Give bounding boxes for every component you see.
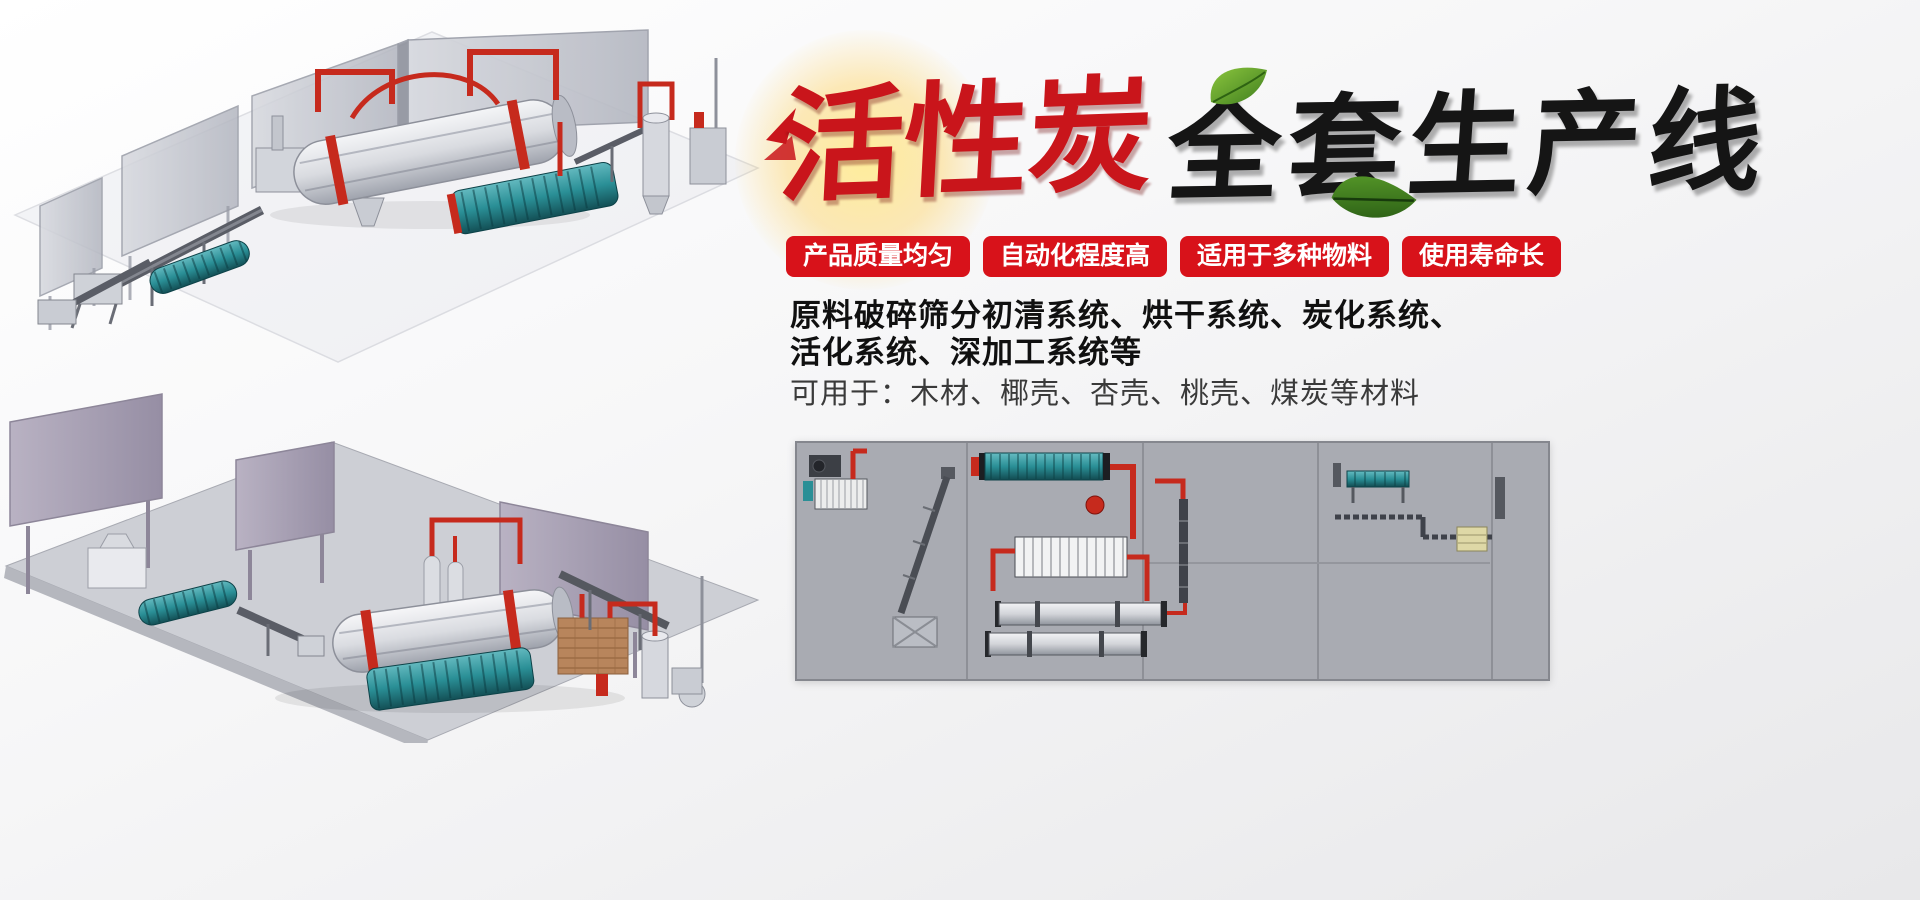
red-piping bbox=[315, 49, 675, 176]
systems-description-line2: 活化系统、深加工系统等 bbox=[790, 335, 1142, 370]
small-rotary-drum-green bbox=[138, 580, 238, 626]
leaf-icon bbox=[1210, 67, 1267, 105]
brush-stroke-icon bbox=[764, 108, 796, 160]
plant-layout-illustration bbox=[795, 441, 1550, 681]
elevator-conveyor bbox=[558, 570, 670, 650]
activation-drum-teal bbox=[446, 161, 619, 235]
badge-automation: 自动化程度高 bbox=[983, 236, 1168, 277]
leaf-icon bbox=[1331, 176, 1417, 218]
brick-furnace bbox=[557, 617, 629, 675]
cooling-tower-cluster bbox=[596, 576, 706, 708]
transfer-conveyor bbox=[236, 606, 325, 657]
badge-long-lifespan: 使用寿命长 bbox=[1402, 236, 1562, 277]
small-rotary-drum-green bbox=[149, 240, 250, 294]
heat-exchanger bbox=[990, 536, 1150, 601]
activation-drum-teal bbox=[366, 647, 535, 711]
discharge-conveyor bbox=[573, 125, 650, 182]
bucket-elevator bbox=[1155, 478, 1188, 603]
production-line-3d-illustration-bottom bbox=[4, 393, 760, 743]
red-tank bbox=[1085, 495, 1105, 515]
crusher-cluster bbox=[803, 448, 868, 510]
packing-line-cluster bbox=[1333, 463, 1505, 552]
rotary-cooler-cylinders bbox=[985, 561, 1187, 657]
feature-badges: 产品质量均匀 自动化程度高 适用于多种物料 使用寿命长 bbox=[786, 236, 1562, 277]
badge-product-quality: 产品质量均匀 bbox=[786, 236, 971, 277]
production-line-3d-illustration-top bbox=[13, 29, 760, 363]
feed-hopper-machine bbox=[87, 533, 147, 589]
banner-title: 活性炭 全套生产线 bbox=[735, 30, 1773, 290]
furnace-tower bbox=[642, 58, 727, 215]
applicable-materials: 可用于：木材、椰壳、杏壳、桃壳、煤炭等材料 bbox=[790, 378, 1421, 410]
title-text-red: 活性炭 bbox=[775, 66, 1157, 218]
inclined-conveyor bbox=[892, 467, 955, 648]
badge-multi-material: 适用于多种物料 bbox=[1180, 236, 1390, 277]
carbonization-drum-teal bbox=[971, 452, 1136, 539]
systems-description: 原料破碎筛分初清系统、烘干系统、炭化系统、 活化系统、深加工系统等 bbox=[790, 297, 1462, 371]
systems-description-line1: 原料破碎筛分初清系统、烘干系统、炭化系统、 bbox=[790, 298, 1462, 333]
